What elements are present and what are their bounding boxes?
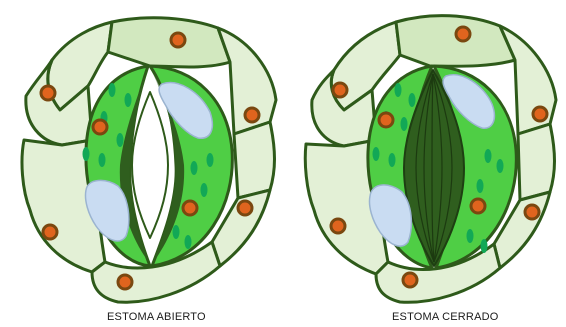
nucleus <box>41 86 55 100</box>
nucleus <box>183 201 197 215</box>
epidermal-cell <box>234 122 275 198</box>
nucleus <box>171 33 185 47</box>
nucleus <box>379 113 393 127</box>
nucleus <box>471 199 485 213</box>
open-stoma <box>22 18 276 302</box>
nucleus <box>238 201 252 215</box>
stoma-pore-open <box>132 92 168 238</box>
epidermal-cell <box>518 124 555 200</box>
nucleus <box>245 108 259 122</box>
nucleus <box>403 273 417 287</box>
nucleus <box>333 83 347 97</box>
nucleus <box>533 107 547 121</box>
nucleus <box>331 219 345 233</box>
closed-stoma <box>305 16 556 303</box>
epidermal-cell <box>92 242 220 302</box>
nucleus <box>525 205 539 219</box>
nucleus <box>118 275 132 289</box>
epidermal-cell <box>108 18 230 67</box>
nucleus <box>456 27 470 41</box>
nucleus <box>93 120 107 134</box>
nucleus <box>43 225 57 239</box>
caption-open-stoma: ESTOMA ABIERTO <box>107 311 206 323</box>
epidermal-cell <box>396 16 515 67</box>
caption-closed-stoma: ESTOMA CERRADO <box>392 311 499 323</box>
